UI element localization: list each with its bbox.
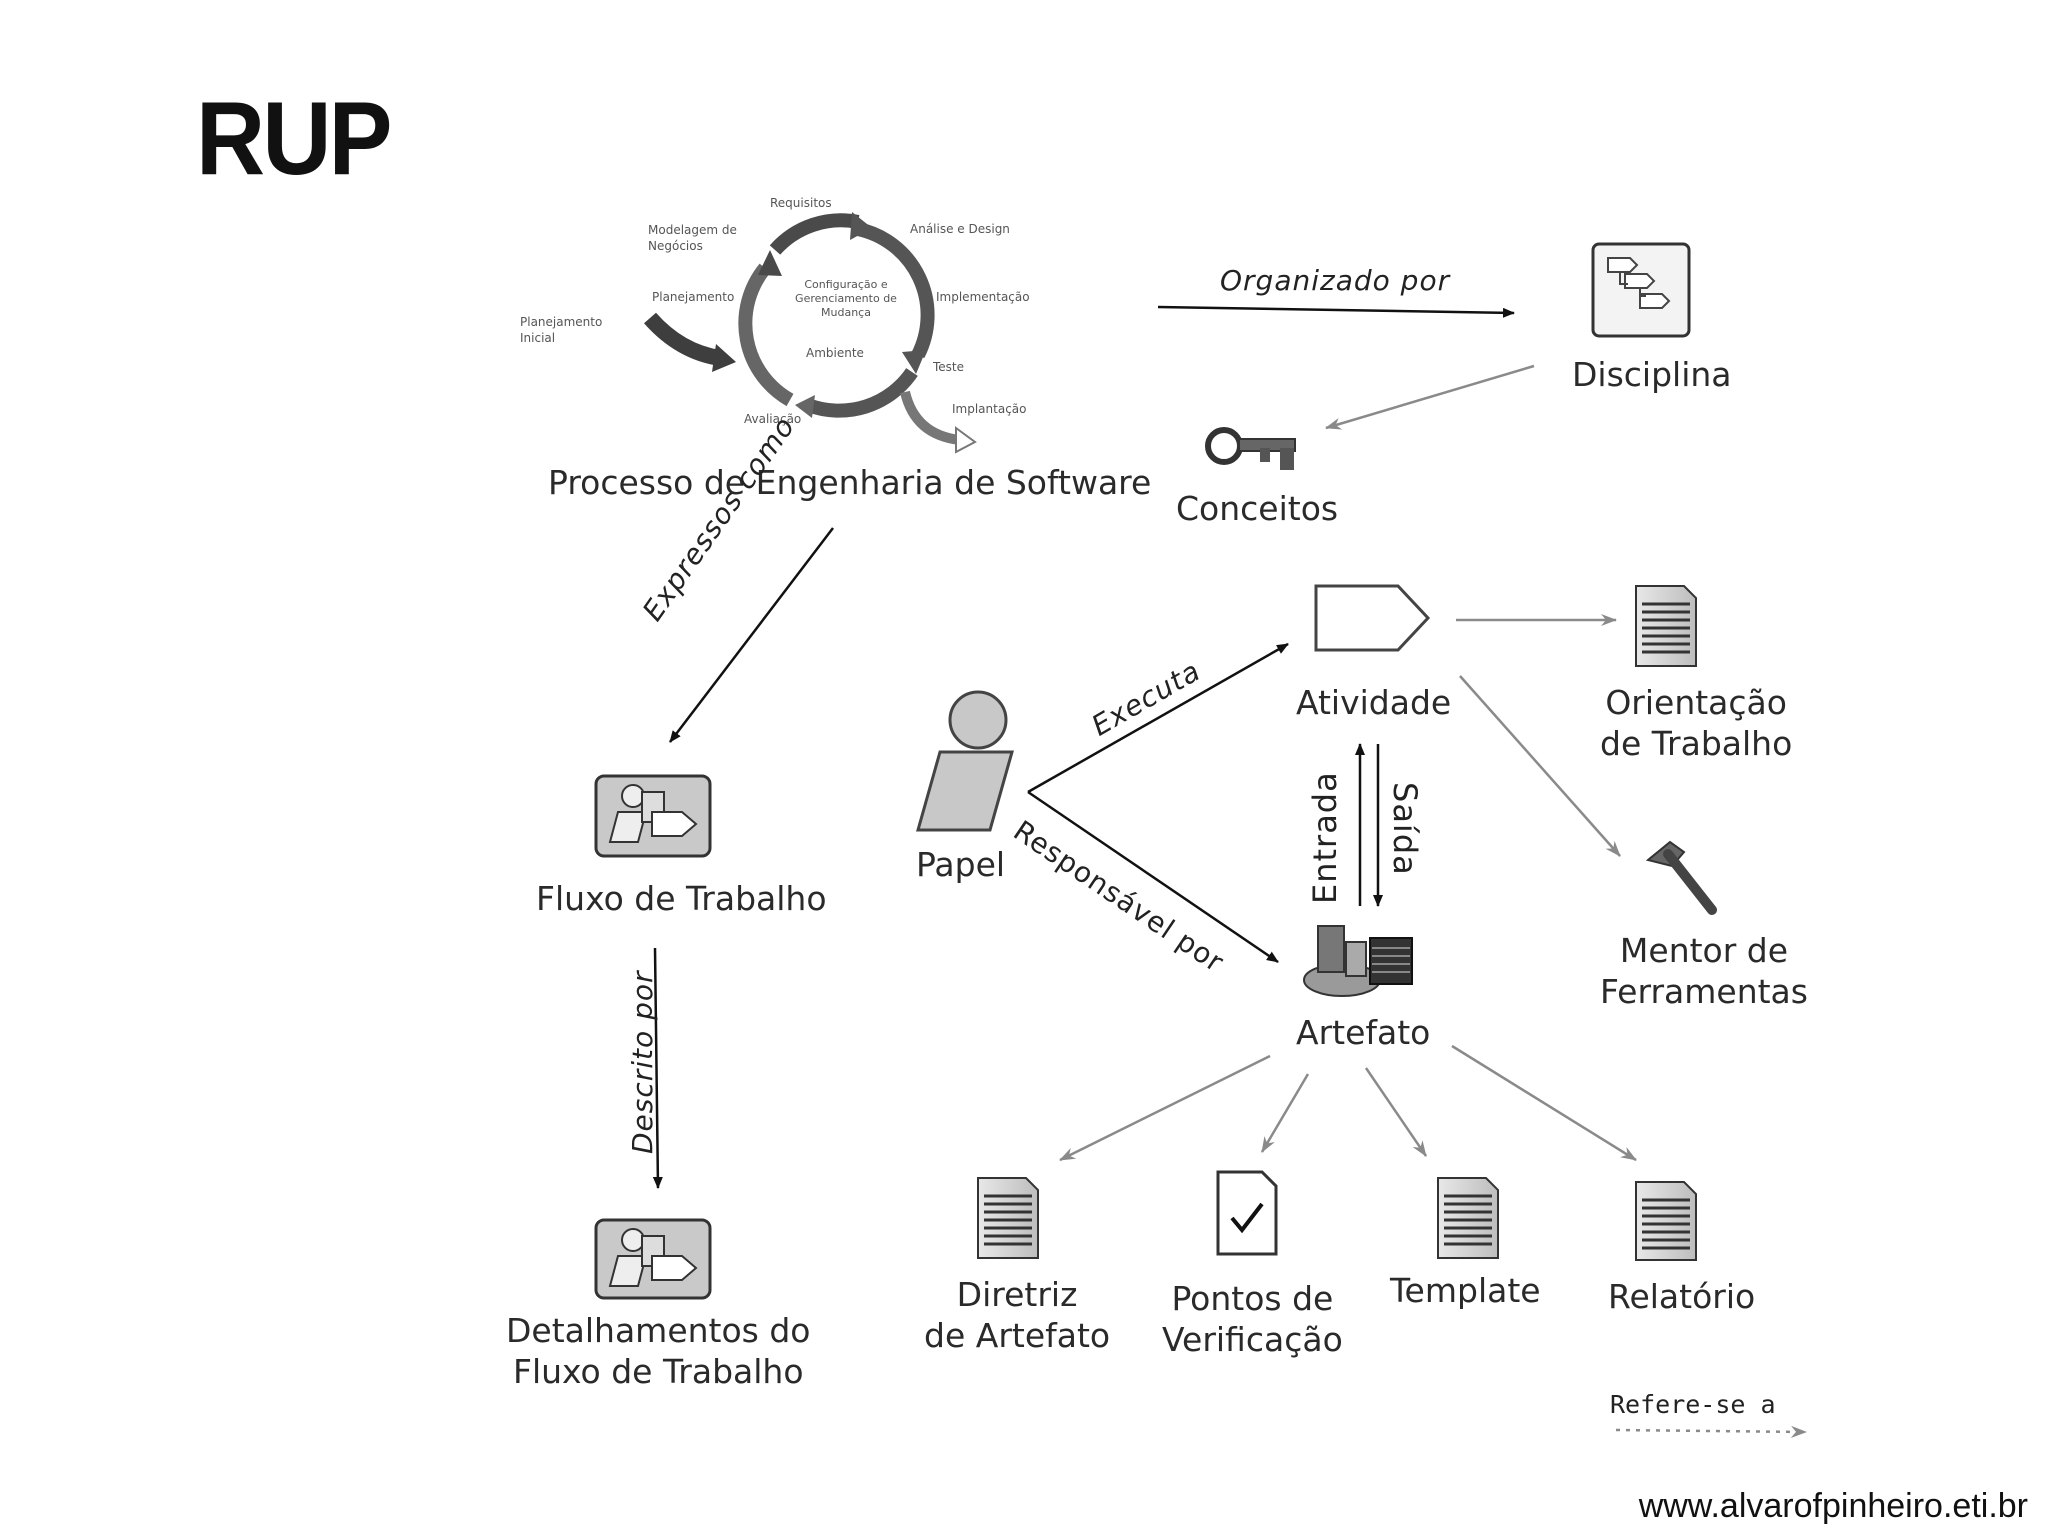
node-label-detalhamentos: Detalhamentos do Fluxo de Trabalho <box>506 1311 811 1391</box>
page-title: RUP <box>196 81 392 197</box>
node-label-artefato: Artefato <box>1296 1013 1431 1052</box>
workflow-icon <box>594 774 712 858</box>
cycle-label-implantacao: Implantação <box>952 402 1027 416</box>
relation-arrows <box>652 305 1515 1189</box>
cycle-label-requisitos: Requisitos <box>770 196 832 210</box>
document-icon-diretriz <box>977 1177 1039 1259</box>
node-label-template: Template <box>1390 1271 1541 1310</box>
cycle-label-avaliacao: Avaliação <box>744 412 802 426</box>
node-label-diretriz: Diretriz de Artefato <box>924 1275 1111 1355</box>
node-label-mentor: Mentor de Ferramentas <box>1600 931 1808 1011</box>
node-label-orientacao: Orientação de Trabalho <box>1600 683 1793 763</box>
process-cycle-graphic <box>644 212 977 454</box>
cycle-label-teste: Teste <box>933 360 965 374</box>
cycle-label-planejamento: Planejamento <box>652 290 735 304</box>
node-label-atividade: Atividade <box>1296 683 1452 722</box>
role-icon <box>916 690 1014 832</box>
reference-arrows <box>1059 364 1807 1438</box>
cycle-label-analise: Análise e Design <box>910 222 1010 236</box>
cycle-label-config: Configuração e Gerenciamento de Mudança <box>795 278 897 319</box>
artifact-icon <box>1303 925 1413 997</box>
disciplina-icon <box>1591 242 1691 338</box>
document-icon-orientacao <box>1635 585 1697 667</box>
cycle-label-implementacao: Implementação <box>936 290 1030 304</box>
node-label-processo: Processo de Engenharia de Software <box>548 463 1152 502</box>
relation-label-descrito: Descrito por <box>626 970 659 1155</box>
node-label-fluxo: Fluxo de Trabalho <box>536 879 827 918</box>
key-icon <box>1205 427 1296 470</box>
node-label-relatorio: Relatório <box>1608 1277 1756 1316</box>
relation-label-organizado: Organizado por <box>1220 264 1451 297</box>
checklist-icon <box>1216 1170 1278 1256</box>
document-icon-relatorio <box>1635 1181 1697 1261</box>
footer-url: www.alvarofpinheiro.eti.br <box>1638 1487 2028 1525</box>
legend-refere: Refere-se a <box>1610 1390 1776 1419</box>
cycle-label-modelagem: Modelagem de Negócios <box>648 223 737 253</box>
node-label-disciplina: Disciplina <box>1572 355 1732 394</box>
cycle-label-ambiente: Ambiente <box>806 346 864 360</box>
cycle-label-planejamento-inicial: Planejamento Inicial <box>520 315 603 345</box>
document-icon-template <box>1437 1177 1499 1259</box>
hammer-icon <box>1645 840 1717 915</box>
activity-icon <box>1314 584 1431 652</box>
relation-label-saida: Saída <box>1386 782 1424 876</box>
workflow-detail-icon <box>594 1218 712 1300</box>
node-label-conceitos: Conceitos <box>1176 489 1339 528</box>
node-label-papel: Papel <box>916 845 1006 884</box>
relation-label-entrada: Entrada <box>1306 771 1344 904</box>
node-label-pontos: Pontos de Verificação <box>1162 1279 1343 1359</box>
